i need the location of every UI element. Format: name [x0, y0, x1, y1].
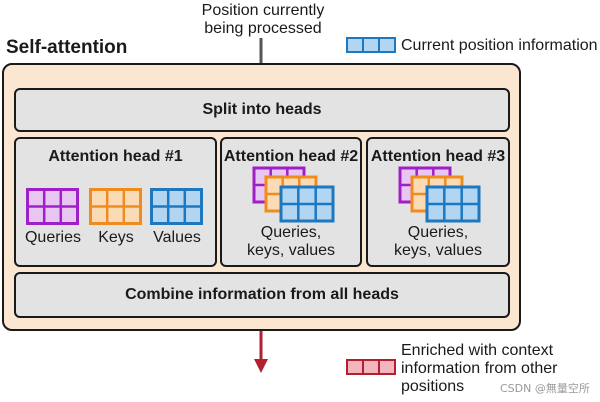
head-3-title: Attention head #3: [370, 148, 506, 165]
head-3-caption-line2: keys, values: [393, 242, 483, 259]
queries-label: Queries: [24, 229, 82, 246]
combine-heads-box: Combine information from all heads: [14, 272, 510, 318]
position-note-line2: being processed: [204, 20, 322, 37]
combine-heads-label: Combine information from all heads: [125, 286, 399, 303]
values-icon: [150, 188, 203, 225]
split-heads-label: Split into heads: [202, 101, 322, 118]
head-2-caption: Queries, keys, values: [222, 224, 360, 260]
current-position-legend-icon: [346, 37, 396, 53]
queries-icon: [26, 188, 79, 225]
output-arrow: [254, 331, 268, 373]
head-1-title: Attention head #1: [48, 148, 183, 165]
head-2-title: Attention head #2: [223, 148, 359, 165]
head-2-caption-line1: Queries,: [260, 224, 322, 241]
self-attention-title: Self-attention: [6, 37, 128, 58]
head-2-caption-line2: keys, values: [246, 242, 336, 259]
head-3-stacked-matrices-icon: [398, 166, 481, 223]
values-label: Values: [153, 229, 201, 246]
head-3-caption-line1: Queries,: [407, 224, 469, 241]
enriched-legend-label: Enriched with context information from o…: [401, 342, 558, 396]
watermark: CSDN @無量空所: [500, 382, 590, 395]
enriched-line2: information from other: [401, 360, 558, 377]
attention-head-3: Attention head #3: [366, 137, 510, 267]
position-note: Position currently being processed: [188, 2, 338, 38]
position-note-line1: Position currently: [201, 2, 325, 19]
split-heads-box: Split into heads: [14, 88, 510, 132]
enriched-line3: positions: [401, 378, 465, 395]
enriched-line1: Enriched with context: [401, 342, 554, 359]
enriched-legend-icon: [346, 359, 396, 375]
head-3-caption: Queries, keys, values: [368, 224, 508, 260]
head-2-stacked-matrices-icon: [252, 166, 335, 223]
current-position-legend-label: Current position information: [401, 37, 598, 54]
keys-icon: [89, 188, 142, 225]
keys-label: Keys: [98, 229, 134, 246]
